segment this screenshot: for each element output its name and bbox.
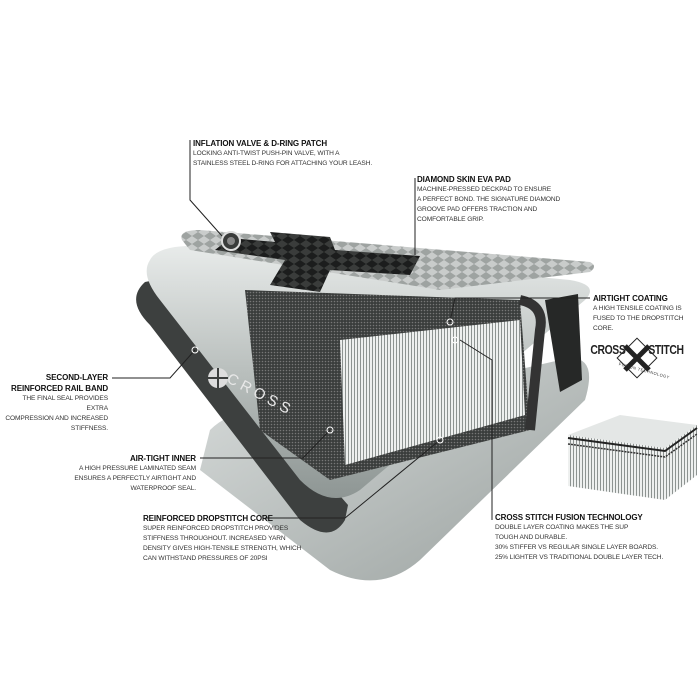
leader-lines	[112, 140, 590, 520]
airtight-coating-band	[545, 294, 582, 392]
callout-title: AIR-TIGHT INNER	[129, 454, 196, 463]
cross-stitch-logo: CROSS STITCH FUSION TECHNOLOGY	[590, 338, 684, 388]
cube-top	[568, 415, 697, 448]
cube-coating-layer-1	[567, 427, 698, 453]
callout-line: LOCKING ANTI-TWIST PUSH-PIN VALVE, WITH …	[193, 150, 340, 157]
callout-line: STIFFNESS THROUGHOUT. INCREASED YARN	[143, 535, 286, 542]
callout-title: DIAMOND SKIN EVA PAD	[417, 175, 511, 184]
leader-endpoint	[451, 336, 459, 344]
callout-airtight-inner: AIR-TIGHT INNER A HIGH PRESSURE LAMINATE…	[74, 453, 196, 494]
leader-line-inflation-valve	[189, 140, 223, 237]
deck-pad-cross	[215, 232, 420, 292]
callout-line: DOUBLE LAYER COATING MAKES THE SUP	[495, 524, 629, 531]
callout-line: MACHINE-PRESSED DECKPAD TO ENSURE	[417, 186, 552, 193]
callout-inflation-valve: INFLATION VALVE & D-RING PATCH LOCKING A…	[193, 138, 372, 169]
callout-title: REINFORCED RAIL BAND	[11, 384, 108, 393]
leader-endpoint	[436, 436, 444, 444]
callout-diamond-pad: DIAMOND SKIN EVA PAD MACHINE-PRESSED DEC…	[417, 174, 560, 225]
cube-side	[665, 425, 697, 500]
leader-line-airtight-coating	[449, 297, 590, 323]
callout-airtight-coating: AIRTIGHT COATING A HIGH TENSILE COATING …	[593, 293, 700, 334]
callout-title: AIRTIGHT COATING	[593, 294, 668, 303]
callout-line: A PERFECT BOND. THE SIGNATURE DIAMOND	[417, 196, 561, 203]
callout-line: STAINLESS STEEL D-RING FOR ATTACHING YOU…	[193, 160, 373, 167]
callout-line: A HIGH PRESSURE LAMINATED SEAM	[78, 465, 196, 472]
callout-line: TOUGH AND DURABLE.	[495, 534, 568, 541]
callout-title: REINFORCED DROPSTITCH CORE	[143, 514, 273, 523]
leader-endpoint	[326, 426, 334, 434]
callout-line: COMFORTABLE GRIP.	[417, 216, 484, 223]
callout-title: INFLATION VALVE & D-RING PATCH	[193, 139, 328, 148]
logo-x-frame	[616, 337, 658, 379]
leader-endpoint	[446, 318, 454, 326]
leader-line-airtight-inner	[200, 429, 331, 459]
callout-line: CAN WITHSTAND PRESSURES OF 20PSI	[143, 555, 268, 562]
callout-line: SUPER REINFORCED DROPSTITCH PROVIDES	[143, 525, 289, 532]
callout-line: A HIGH TENSILE COATING IS	[593, 305, 682, 312]
callout-title: SECOND-LAYER	[45, 373, 108, 382]
logo-x-strokes	[623, 344, 651, 372]
cube-coating-layer-2	[567, 433, 698, 458]
leader-line-cross-stitch	[459, 339, 493, 520]
cube-front	[568, 435, 665, 500]
callout-title: CROSS STITCH FUSION TECHNOLOGY	[495, 513, 643, 522]
leader-line-endpoints	[191, 318, 459, 444]
cross-stitch-logo-x	[616, 337, 658, 379]
leader-endpoint	[191, 346, 199, 354]
cross-stitch-sample-cube	[567, 415, 698, 500]
dropstitch-core	[340, 320, 525, 465]
callout-line: WATERPROOF SEAL.	[130, 485, 197, 492]
callout-line: DENSITY GIVES HIGH-TENSILE STRENGTH, WHI…	[143, 545, 302, 552]
inflation-valve-center	[227, 237, 235, 245]
logo-subtitle: FUSION TECHNOLOGY	[618, 361, 671, 380]
callout-line: STIFFNESS.	[70, 425, 108, 432]
callout-line: GROOVE PAD OFFERS TRACTION AND	[417, 206, 538, 213]
leader-line-rail-band	[112, 349, 196, 379]
callout-line: 25% LIGHTER VS TRADITIONAL DOUBLE LAYER …	[495, 554, 664, 561]
leader-line-dropstitch-core	[265, 439, 441, 519]
callout-line: ENSURES A PERFECTLY AIRTIGHT AND	[74, 475, 196, 482]
callout-dropstitch-core: REINFORCED DROPSTITCH CORE SUPER REINFOR…	[143, 513, 301, 564]
callout-line: THE FINAL SEAL PROVIDES EXTRA	[22, 395, 108, 412]
board-logo-cross	[208, 368, 228, 388]
core-edge	[518, 295, 546, 431]
callout-line: FUSED TO THE DROPSTITCH CORE.	[593, 315, 684, 332]
callout-line: 30% STIFFER VS REGULAR SINGLE LAYER BOAR…	[495, 544, 659, 551]
callout-cross-stitch: CROSS STITCH FUSION TECHNOLOGY DOUBLE LA…	[495, 512, 663, 563]
logo-left-word: CROSS	[590, 342, 626, 357]
callout-line: COMPRESSION AND INCREASED	[5, 415, 108, 422]
logo-right-word: STITCH	[648, 342, 684, 357]
callout-rail-band: SECOND-LAYER REINFORCED RAIL BAND THE FI…	[0, 372, 108, 434]
